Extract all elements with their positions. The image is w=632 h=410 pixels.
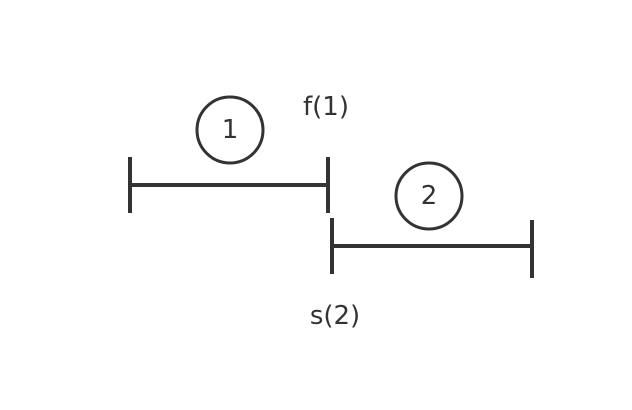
interval-2-marker: 2 [394, 161, 464, 231]
interval-1-number: 1 [222, 115, 239, 145]
interval-1: 1 f(1) [128, 92, 349, 213]
interval-2-number: 2 [421, 181, 438, 211]
interval-1-marker: 1 [195, 95, 265, 165]
interval-2-circle [394, 161, 464, 231]
interval-1-finish-label: f(1) [303, 92, 349, 122]
interval-1-circle [195, 95, 265, 165]
interval-2-start-label: s(2) [310, 301, 360, 331]
interval-2: 2 s(2) [310, 161, 534, 331]
